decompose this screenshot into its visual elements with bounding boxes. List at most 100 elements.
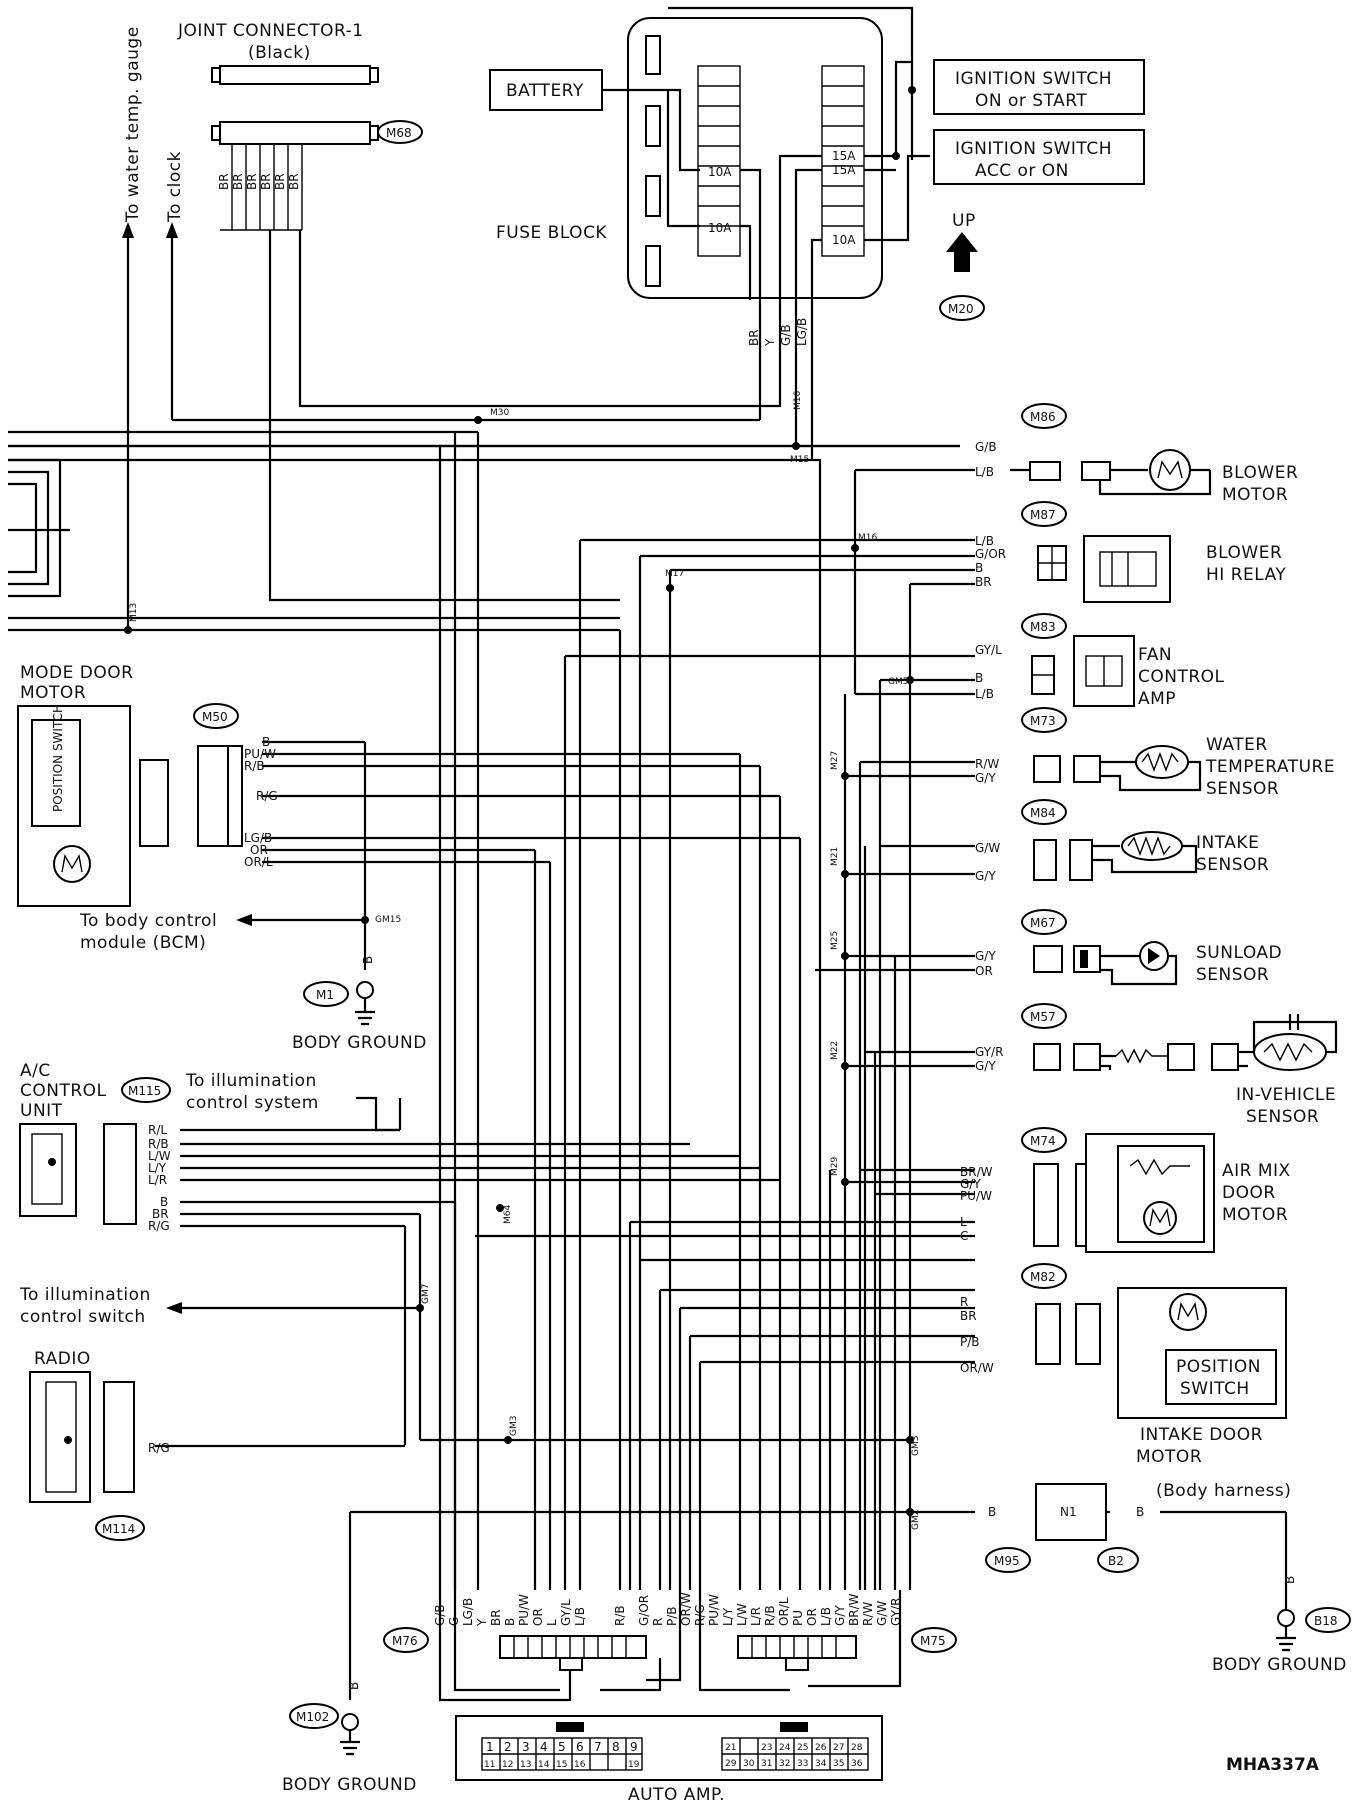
svg-text:16: 16 (574, 1760, 586, 1770)
svg-text:control switch: control switch (20, 1307, 146, 1327)
to-water-temp-gauge: To water temp. gauge (123, 26, 143, 223)
to-clock: To clock (165, 151, 185, 223)
svg-text:L/Y: L/Y (721, 1607, 735, 1626)
sunload-sensor: M67 G/Y OR SUNLOAD SENSOR (975, 909, 1282, 986)
fuse-wire-label: Y (763, 338, 777, 347)
svg-text:R/W: R/W (861, 1602, 875, 1626)
radio: RADIO R/G M114 (29, 1349, 170, 1541)
wire-label: L/Y (148, 1161, 167, 1175)
svg-text:L/W: L/W (735, 1603, 749, 1626)
svg-text:MODE DOOR: MODE DOOR (20, 663, 133, 683)
svg-text:11: 11 (484, 1760, 495, 1770)
junction-label: M17 (665, 569, 684, 579)
diagram-id: MHA337A (1226, 1755, 1320, 1775)
junction-label: GM5 (888, 677, 908, 687)
junction-label: M21 (830, 847, 840, 866)
wire-label: R/G (256, 789, 278, 803)
svg-text:R: R (651, 1618, 665, 1626)
svg-text:28: 28 (851, 1743, 863, 1753)
air-mix-door-motor: M74 BR/W G/Y PU/W L C AIR MIX DOOR MOTOR (960, 1127, 1290, 1253)
svg-text:AMP: AMP (1138, 689, 1176, 709)
auto-amp-pins-right: 21 23 24 25 26 27 28 29 30 31 32 33 34 3… (721, 1737, 869, 1771)
auto-amp-pins-left: 1 2 3 4 5 6 7 8 9 11 12 13 14 15 16 19 (481, 1737, 643, 1771)
wire-label: G/Y (975, 1059, 996, 1073)
wire-label: R/G (148, 1441, 170, 1455)
svg-text:CONTROL: CONTROL (1138, 667, 1225, 687)
svg-text:ACC or ON: ACC or ON (975, 161, 1069, 181)
wire-label: C (960, 1229, 968, 1243)
jc-wire-label: BR (231, 173, 245, 190)
svg-text:27: 27 (833, 1743, 844, 1753)
battery-label: BATTERY (506, 81, 584, 101)
wire-label: G/Y (975, 771, 996, 785)
wire-label: BR/W (960, 1165, 993, 1179)
wire-label: GY/R (975, 1045, 1003, 1059)
junction-label: M25 (830, 931, 840, 950)
svg-text:9: 9 (630, 1740, 638, 1754)
junction-label: M29 (830, 1157, 840, 1176)
mode-door-motor: MODE DOOR MOTOR POSITION SWITCH M50 B PU… (17, 663, 426, 1053)
joint-connector-title: JOINT CONNECTOR-1 (177, 21, 364, 41)
svg-text:To illumination: To illumination (185, 1071, 317, 1091)
blower-motor: M86 G/B L/B BLOWER MOTOR (975, 403, 1298, 505)
svg-text:MOTOR: MOTOR (1136, 1447, 1202, 1467)
water-temperature-sensor: M73 R/W G/Y WATER TEMPERATURE SENSOR (975, 707, 1335, 799)
wire-label: L/B (975, 465, 994, 479)
auto-amp-harness: G/B G LG/B Y BR B PU/W OR L GY/L L/B R/B… (383, 1590, 957, 1802)
wire-label: OR/L (244, 855, 273, 869)
connector-label: M87 (1030, 508, 1056, 522)
jc-wire-label: BR (287, 173, 301, 190)
svg-text:G/W: G/W (875, 1601, 889, 1626)
connector-label: M67 (1030, 916, 1056, 930)
wire-label: B (262, 735, 270, 749)
svg-text:IGNITION SWITCH: IGNITION SWITCH (955, 69, 1112, 89)
junction-label: M13 (129, 603, 139, 622)
connector-label: M114 (102, 1522, 135, 1536)
svg-text:R/B: R/B (763, 1605, 777, 1626)
wire-label: PU/W (244, 747, 276, 761)
wire-label: BR (975, 575, 992, 589)
svg-text:MOTOR: MOTOR (20, 683, 86, 703)
svg-text:14: 14 (538, 1760, 550, 1770)
svg-text:33: 33 (797, 1759, 808, 1769)
svg-text:OR: OR (805, 1608, 819, 1626)
fuse-rating: 15A (832, 163, 856, 177)
body-ground-label: BODY GROUND (282, 1775, 417, 1795)
svg-text:GY/L: GY/L (559, 1599, 573, 1626)
svg-text:1: 1 (486, 1740, 494, 1754)
svg-text:SENSOR: SENSOR (1206, 779, 1279, 799)
wire-label: B (347, 1682, 361, 1690)
connector-label: B18 (1314, 1614, 1338, 1628)
intake-door-motor: M82 R BR P/B OR/W POSITION SWITCH INTAKE… (960, 1263, 1287, 1467)
n1-label: N1 (1060, 1505, 1077, 1519)
svg-text:M20: M20 (948, 302, 974, 316)
svg-text:INTAKE DOOR: INTAKE DOOR (1140, 1425, 1263, 1445)
svg-text:6: 6 (576, 1740, 584, 1754)
wire-label: R/W (975, 757, 999, 771)
svg-text:OR/W: OR/W (679, 1592, 693, 1626)
wire-label: R/L (148, 1123, 167, 1137)
junction-label: M16 (858, 533, 877, 543)
wire-label: L/B (975, 534, 994, 548)
wire-label: BR (960, 1309, 977, 1323)
connector-label: M68 (386, 126, 412, 140)
svg-text:(Body harness): (Body harness) (1156, 1481, 1291, 1501)
connector-label: M115 (128, 1084, 161, 1098)
junction-label: GM7 (421, 1284, 431, 1304)
jc-wire-label: BR (245, 173, 259, 190)
connector-label: M83 (1030, 620, 1056, 634)
svg-text:12: 12 (502, 1760, 513, 1770)
svg-text:L/B: L/B (819, 1607, 833, 1626)
svg-text:FAN: FAN (1138, 645, 1172, 665)
svg-text:2: 2 (504, 1740, 512, 1754)
ignition-switch-on-start: IGNITION SWITCH ON or START (933, 59, 1145, 115)
wire-label: R (960, 1295, 968, 1309)
connector-label: M82 (1030, 1270, 1056, 1284)
svg-text:LG/B: LG/B (461, 1598, 475, 1626)
m102-ground: B M102 BODY GROUND (282, 1682, 417, 1795)
ac-control-unit: A/C CONTROL UNIT M115 R/L R/B L/W L/Y L/… (19, 1061, 400, 1327)
svg-text:31: 31 (761, 1759, 772, 1769)
wire-label: B (975, 561, 983, 575)
wire-label: L/R (148, 1173, 167, 1187)
svg-text:Y: Y (475, 1618, 489, 1627)
